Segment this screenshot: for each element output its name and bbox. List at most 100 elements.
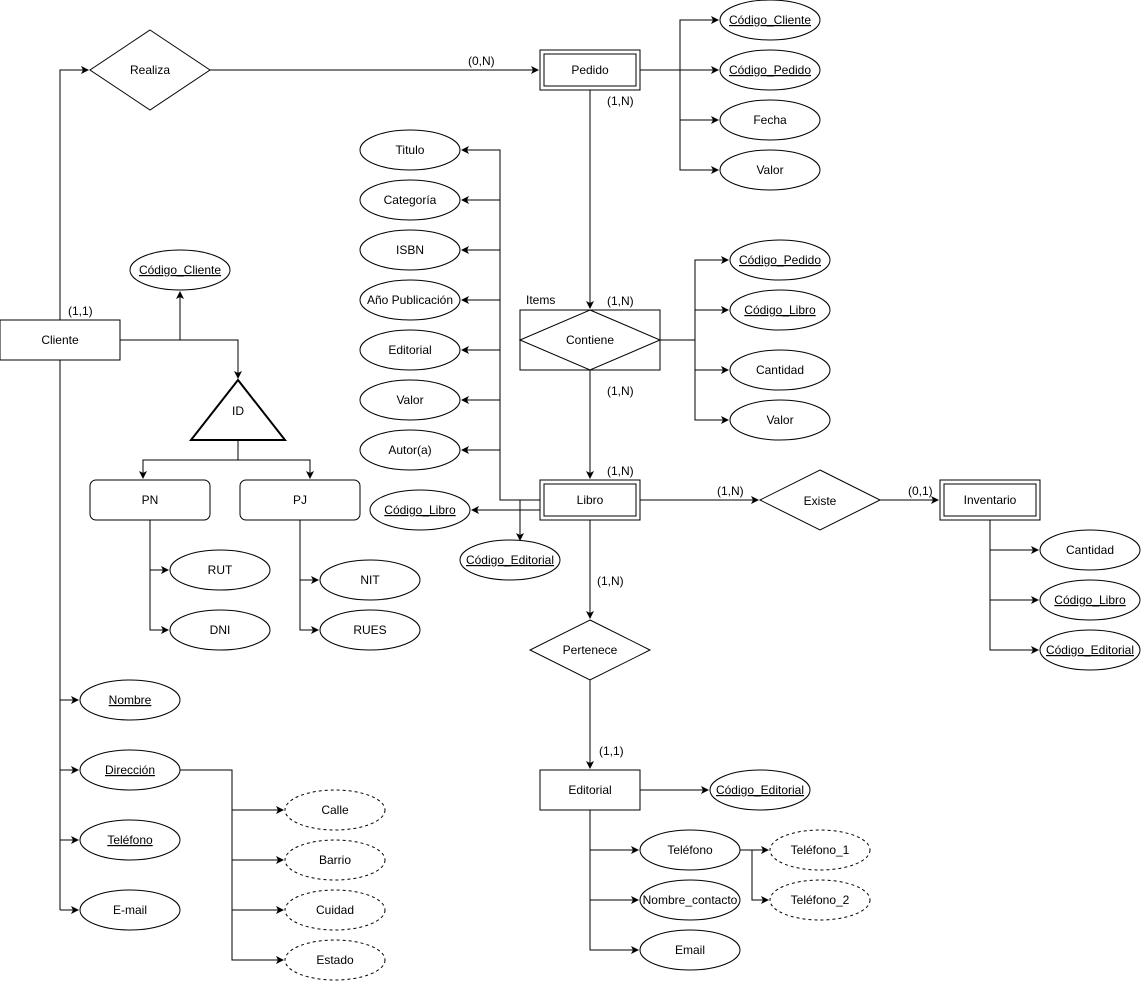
attr-pedido-fecha[interactable]: Fecha: [719, 99, 821, 141]
attr-inv-codigo-editorial-label: Código_Editorial: [1046, 643, 1134, 657]
attr-cliente-direccion[interactable]: Dirección: [79, 749, 181, 791]
attr-cliente-nombre[interactable]: Nombre: [79, 679, 181, 721]
edge-pn-dni: [149, 570, 169, 634]
entity-editorial-label: Editorial: [568, 783, 611, 797]
attr-pedido-codigo-cliente[interactable]: Código_Cliente: [719, 0, 821, 41]
card-realiza-pedido: (0,N): [468, 54, 495, 68]
attr-libro-titulo[interactable]: Titulo: [359, 129, 461, 171]
entity-inventario[interactable]: Inventario: [939, 479, 1041, 521]
edge-pn-rut: [149, 520, 169, 574]
attr-contiene-cantidad[interactable]: Cantidad: [729, 349, 831, 391]
attr-inv-codigo-editorial[interactable]: Código_Editorial: [1039, 629, 1141, 671]
entity-pedido[interactable]: Pedido: [539, 49, 641, 91]
specialization-id[interactable]: ID: [188, 378, 288, 441]
attr-libro-categoria-label: Categoría: [384, 193, 437, 207]
edge-dir-estado: [231, 910, 284, 964]
attr-dir-cuidad[interactable]: Cuidad: [284, 889, 386, 931]
attr-libro-codigo-editorial[interactable]: Código_Editorial: [459, 539, 561, 581]
edge-contiene-codpedido: [660, 256, 729, 341]
attr-contiene-cantidad-label: Cantidad: [756, 363, 804, 377]
edge-cliente-codcliente: [120, 291, 184, 341]
attr-dir-calle[interactable]: Calle: [284, 789, 386, 831]
entity-pn-label: PN: [142, 493, 159, 507]
attr-cliente-telefono[interactable]: Teléfono: [79, 819, 181, 861]
edge-inv-codeditorial: [989, 600, 1039, 654]
relationship-contiene[interactable]: Contiene: [518, 309, 662, 371]
relationship-existe-label: Existe: [804, 494, 837, 508]
attr-dir-barrio-label: Barrio: [319, 853, 351, 867]
attr-libro-isbn[interactable]: ISBN: [359, 229, 461, 271]
attr-libro-categoria[interactable]: Categoría: [359, 179, 461, 221]
relationship-existe[interactable]: Existe: [758, 469, 882, 531]
attr-inv-cantidad-label: Cantidad: [1066, 543, 1114, 557]
attr-pn-dni-label: DNI: [210, 623, 231, 637]
card-pertenece-editorial: (1,1): [599, 744, 624, 758]
attr-pj-nit[interactable]: NIT: [319, 559, 421, 601]
edge-contiene-valor: [694, 370, 729, 424]
entity-libro[interactable]: Libro: [539, 479, 641, 521]
entity-cliente-label: Cliente: [41, 333, 79, 347]
card-pedido-contiene: (1,N): [607, 94, 634, 108]
entity-pj[interactable]: PJ: [239, 479, 361, 521]
attr-tel-2[interactable]: Teléfono_2: [769, 879, 871, 921]
attr-libro-titulo-label: Titulo: [396, 143, 425, 157]
attr-libro-codigo-libro[interactable]: Código_Libro: [369, 489, 471, 531]
attr-dir-barrio[interactable]: Barrio: [284, 839, 386, 881]
card-libro-top: (1,N): [607, 464, 634, 478]
card-cliente-realiza: (1,1): [68, 304, 93, 318]
entity-pedido-label: Pedido: [571, 63, 609, 77]
attr-libro-autor[interactable]: Autor(a): [359, 429, 461, 471]
card-contiene-top: (1,N): [607, 294, 634, 308]
attr-pj-rues-label: RUES: [353, 623, 386, 637]
edge-pj-nit: [299, 520, 319, 584]
attr-edit-nombre-contacto[interactable]: Nombre_contacto: [639, 879, 741, 921]
attr-tel-1[interactable]: Teléfono_1: [769, 829, 871, 871]
attr-contiene-valor-label: Valor: [766, 413, 793, 427]
attr-pj-rues[interactable]: RUES: [319, 609, 421, 651]
attr-pedido-codigo-pedido[interactable]: Código_Pedido: [719, 49, 821, 91]
relationship-pertenece[interactable]: Pertenece: [528, 619, 652, 681]
attr-pn-dni[interactable]: DNI: [169, 609, 271, 651]
attr-libro-autor-label: Autor(a): [388, 443, 431, 457]
attr-inv-cantidad[interactable]: Cantidad: [1039, 529, 1141, 571]
attr-libro-valor[interactable]: Valor: [359, 379, 461, 421]
attr-inv-codigo-libro[interactable]: Código_Libro: [1039, 579, 1141, 621]
attr-dir-estado[interactable]: Estado: [284, 939, 386, 981]
attr-edit-email[interactable]: Email: [639, 929, 741, 971]
attr-dir-calle-label: Calle: [321, 803, 349, 817]
relationship-contiene-label: Contiene: [566, 333, 614, 347]
attr-contiene-codigo-pedido[interactable]: Código_Pedido: [729, 239, 831, 281]
attr-pedido-valor[interactable]: Valor: [719, 149, 821, 191]
edge-pedido-valor: [679, 120, 719, 174]
edge-editorial-email: [589, 900, 639, 954]
attr-edit-telefono[interactable]: Teléfono: [639, 829, 741, 871]
attr-inv-codigo-libro-label: Código_Libro: [1054, 593, 1126, 607]
edge-contiene-cantidad: [694, 340, 729, 374]
attr-libro-ano[interactable]: Año Publicación: [359, 279, 461, 321]
attr-pn-rut[interactable]: RUT: [169, 549, 271, 591]
attr-cliente-email[interactable]: E-mail: [79, 889, 181, 931]
attr-tel-2-label: Teléfono_2: [791, 893, 850, 907]
edge-pedido-codcliente: [640, 16, 719, 71]
edge-telefono-2: [751, 850, 769, 904]
attr-libro-editorial[interactable]: Editorial: [359, 329, 461, 371]
attr-cliente-email-label: E-mail: [113, 903, 147, 917]
edge-pedido-fecha: [679, 70, 719, 124]
entity-editorial[interactable]: Editorial: [539, 769, 641, 811]
entity-cliente[interactable]: Cliente: [0, 319, 121, 361]
attr-contiene-codigo-libro[interactable]: Código_Libro: [729, 289, 831, 331]
edge-dir-barrio: [231, 810, 284, 864]
cardinalities: (0,N) (1,1) (1,N) (1,N) (1,N) (1,N) (1,N…: [68, 54, 933, 758]
attr-libro-ano-label: Año Publicación: [367, 293, 453, 307]
attr-dir-estado-label: Estado: [316, 953, 354, 967]
entity-pn[interactable]: PN: [89, 479, 211, 521]
edge-cliente-realiza: [59, 66, 89, 320]
attr-dir-cuidad-label: Cuidad: [316, 903, 354, 917]
attr-edit-codigo-editorial[interactable]: Código_Editorial: [709, 769, 811, 811]
entity-inventario-label: Inventario: [964, 493, 1017, 507]
edge-editorial-contacto: [589, 850, 639, 904]
attr-contiene-valor[interactable]: Valor: [729, 399, 831, 441]
attr-cliente-codigo-cliente[interactable]: Código_Cliente: [129, 249, 231, 291]
connectors: [59, 16, 1039, 964]
relationship-realiza[interactable]: Realiza: [89, 29, 211, 111]
